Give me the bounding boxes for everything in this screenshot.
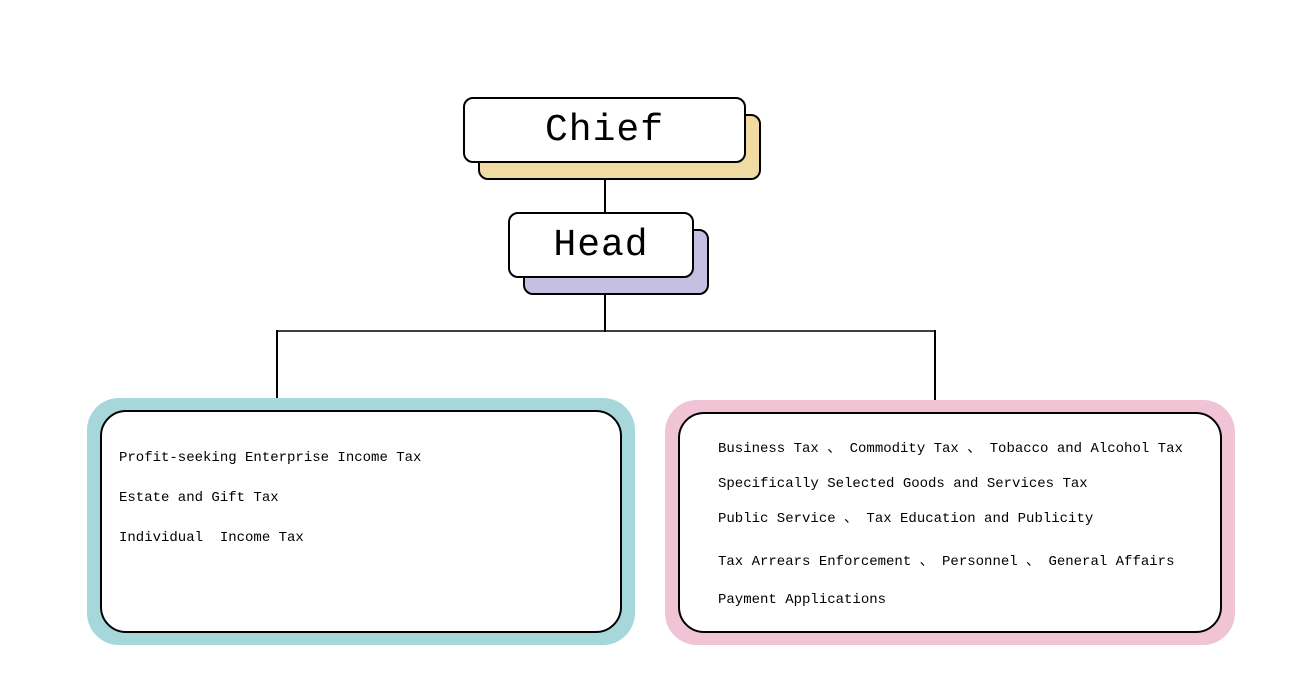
list-item: Payment Applications [718, 592, 887, 608]
left-branch-items: Profit-seeking Enterprise Income Tax Est… [119, 438, 421, 558]
head-label: Head [553, 223, 649, 267]
left-branch-box [100, 410, 622, 633]
right-branch-box [678, 412, 1222, 633]
list-item: Specifically Selected Goods and Services… [718, 476, 1088, 492]
chief-node: Chief [463, 97, 746, 163]
list-item: Profit-seeking Enterprise Income Tax [119, 450, 422, 466]
list-item: Business Tax 、 Commodity Tax 、 Tobacco a… [718, 441, 1183, 457]
list-item: Individual Income Tax [119, 530, 304, 546]
list-item: Tax Arrears Enforcement 、 Personnel 、 Ge… [718, 554, 1175, 570]
head-node: Head [508, 212, 694, 278]
right-branch-items: Business Tax 、 Commodity Tax 、 Tobacco a… [718, 432, 1183, 618]
list-item: Estate and Gift Tax [119, 490, 279, 506]
list-item: Public Service 、 Tax Education and Publi… [718, 511, 1094, 527]
chief-label: Chief [544, 108, 665, 152]
